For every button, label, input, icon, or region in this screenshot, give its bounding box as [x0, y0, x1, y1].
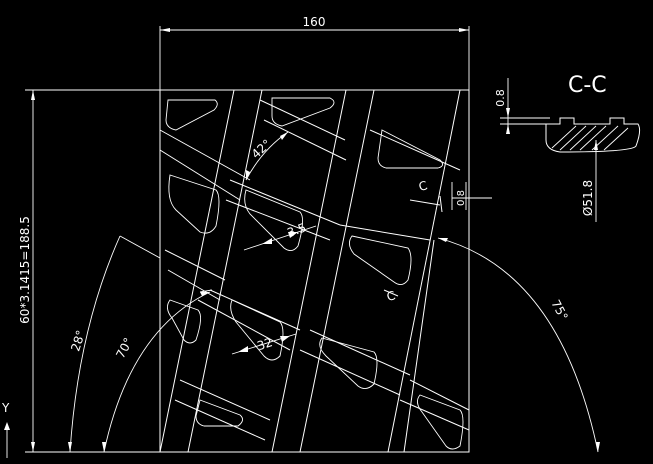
dim-small-text: 0.8	[456, 190, 467, 206]
helical-strips	[159, 89, 461, 453]
section-view: C-C 0.8 Ø51.8	[494, 73, 641, 222]
development-outline	[159, 89, 470, 453]
cross-strips	[159, 99, 470, 441]
dim-32-text: 32	[255, 335, 274, 353]
dim-32-annotation: 32	[231, 333, 297, 355]
dim-height-text: 60*3.1415=188.5	[18, 216, 32, 324]
angle-28-text: 28°	[68, 328, 88, 353]
dim-diameter-text: Ø51.8	[581, 180, 595, 216]
section-mark-upper: C 0.8	[409, 178, 492, 213]
view-label-text: C-C	[568, 73, 607, 98]
section-mark-a-text: C	[417, 178, 429, 194]
section-mark-b-text: C	[385, 288, 397, 304]
axis-y-text: Y	[1, 401, 10, 415]
y-axis-marker: Y	[1, 401, 10, 458]
dimension-height: 60*3.1415=188.5	[18, 89, 160, 453]
dim-thickness-text: 0.8	[494, 89, 507, 107]
dim-width-text: 160	[303, 15, 326, 29]
dim-35-text: 3.5	[285, 220, 308, 240]
dimension-width: 160	[159, 15, 470, 90]
triangular-slots	[165, 97, 464, 450]
dim-35-annotation: 3.5	[243, 220, 317, 251]
section-mark-lower: C	[383, 288, 399, 304]
